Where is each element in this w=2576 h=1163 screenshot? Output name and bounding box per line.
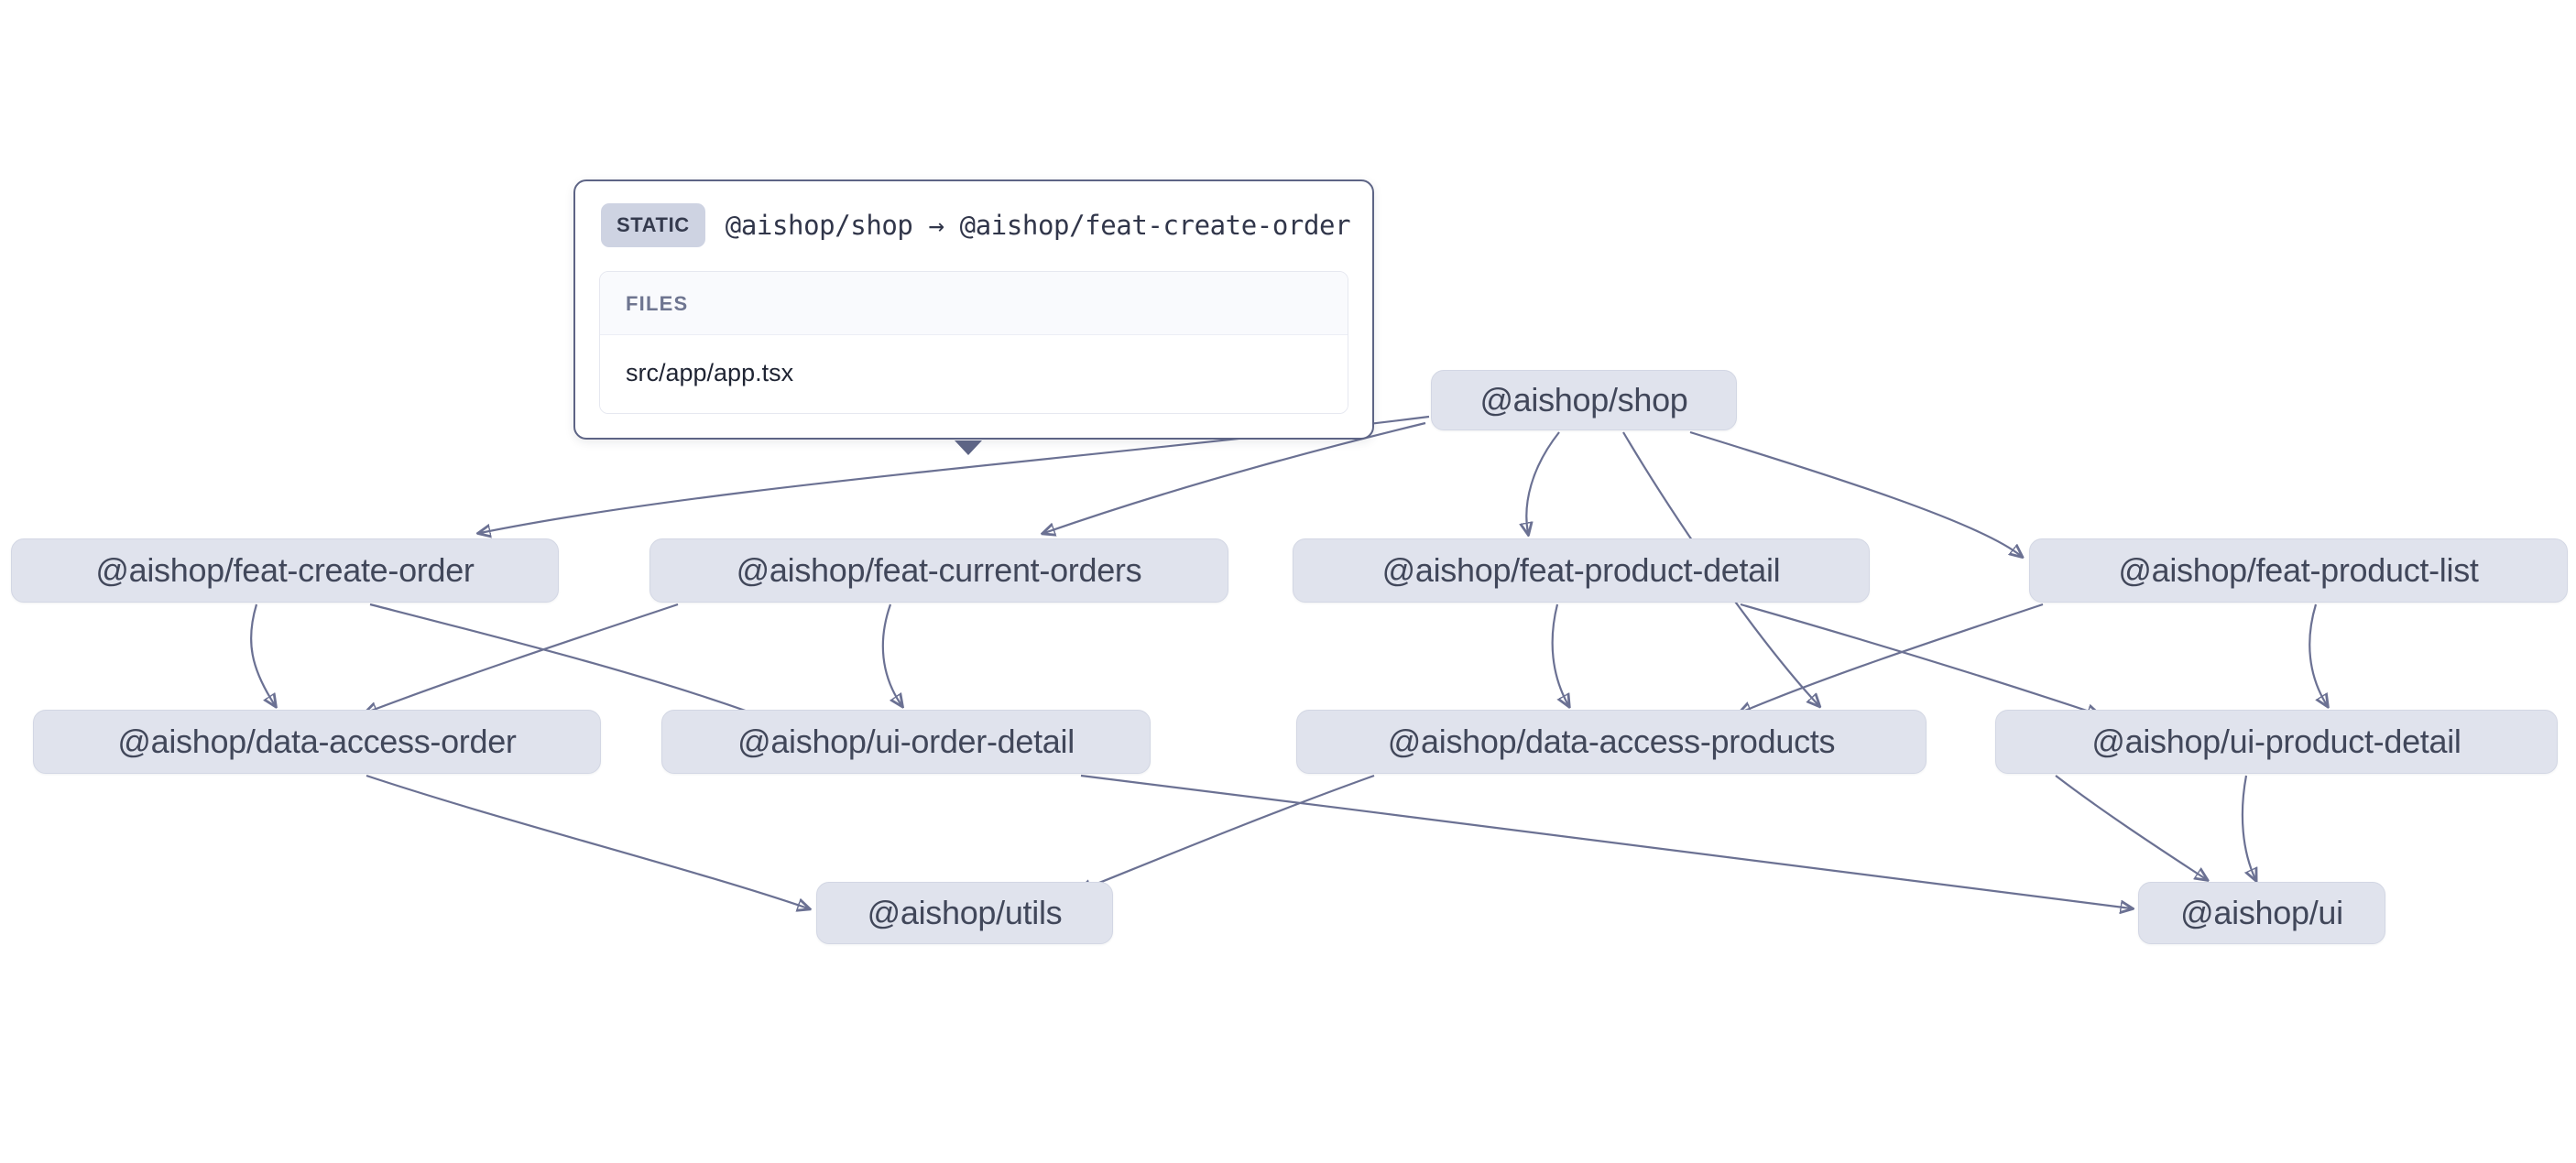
graph-edge-feat-create-order-to-data-access-order xyxy=(250,603,275,705)
graph-node-feat-product-list[interactable]: @aishop/feat-product-list xyxy=(2029,538,2568,603)
graph-edge-feat-create-order-to-ui-order-detail xyxy=(369,603,780,723)
static-badge: STATIC xyxy=(601,203,705,247)
graph-node-ui-order-detail[interactable]: @aishop/ui-order-detail xyxy=(661,710,1151,774)
graph-edge-feat-product-detail-to-data-access-products xyxy=(1551,603,1568,705)
graph-node-ui[interactable]: @aishop/ui xyxy=(2138,882,2385,944)
graph-edge-ui-product-detail-to-ui xyxy=(2241,775,2255,879)
graph-node-feat-current-orders[interactable]: @aishop/feat-current-orders xyxy=(649,538,1228,603)
graph-edge-feat-current-orders-to-data-access-order xyxy=(366,603,679,712)
graph-node-label: @aishop/feat-product-detail xyxy=(1381,551,1781,589)
edge-detail-tooltip[interactable]: STATIC @aishop/shop → @aishop/feat-creat… xyxy=(573,179,1374,440)
graph-node-label: @aishop/ui xyxy=(2180,894,2343,931)
graph-node-label: @aishop/ui-order-detail xyxy=(737,723,1075,760)
tooltip-pointer-icon xyxy=(955,440,982,455)
graph-node-feat-create-order[interactable]: @aishop/feat-create-order xyxy=(11,538,559,603)
graph-node-label: @aishop/shop xyxy=(1479,381,1688,418)
graph-node-label: @aishop/data-access-products xyxy=(1387,723,1836,760)
files-panel: FILES src/app/app.tsx xyxy=(599,271,1348,414)
files-list: src/app/app.tsx xyxy=(600,335,1348,413)
graph-node-label: @aishop/feat-current-orders xyxy=(736,551,1142,589)
graph-edge-feat-product-list-to-ui-product-detail xyxy=(2309,603,2327,705)
graph-node-feat-product-detail[interactable]: @aishop/feat-product-detail xyxy=(1293,538,1870,603)
graph-edge-ui-product-detail-to-ui xyxy=(2055,775,2206,879)
graph-node-data-access-products[interactable]: @aishop/data-access-products xyxy=(1296,710,1927,774)
graph-edge-shop-to-feat-current-orders xyxy=(1044,421,1426,533)
tooltip-header: STATIC @aishop/shop → @aishop/feat-creat… xyxy=(599,203,1351,251)
file-row[interactable]: src/app/app.tsx xyxy=(600,335,1348,413)
graph-edge-feat-current-orders-to-ui-order-detail xyxy=(881,603,901,705)
graph-node-utils[interactable]: @aishop/utils xyxy=(816,882,1113,944)
graph-node-data-access-order[interactable]: @aishop/data-access-order xyxy=(33,710,601,774)
graph-node-shop[interactable]: @aishop/shop xyxy=(1431,370,1737,430)
graph-node-label: @aishop/data-access-order xyxy=(117,723,517,760)
graph-node-label: @aishop/feat-product-list xyxy=(2118,551,2479,589)
graph-node-label: @aishop/ui-product-detail xyxy=(2091,723,2461,760)
files-panel-header: FILES xyxy=(600,272,1348,335)
graph-edge-data-access-products-to-utils xyxy=(1081,774,1375,890)
graph-node-label: @aishop/utils xyxy=(867,894,1063,931)
graph-edge-shop-to-feat-product-detail xyxy=(1526,431,1560,533)
graph-edge-ui-order-detail-to-ui xyxy=(1080,774,2131,908)
graph-node-label: @aishop/feat-create-order xyxy=(95,551,475,589)
graph-node-ui-product-detail[interactable]: @aishop/ui-product-detail xyxy=(1995,710,2558,774)
graph-edge-feat-product-detail-to-ui-product-detail xyxy=(1740,603,2098,714)
tooltip-title: @aishop/shop → @aishop/feat-create-order xyxy=(725,210,1351,241)
graph-edge-shop-to-feat-product-list xyxy=(1689,430,2021,556)
graph-edge-data-access-order-to-utils xyxy=(366,774,808,908)
graph-edge-feat-product-list-to-data-access-products xyxy=(1741,603,2044,712)
